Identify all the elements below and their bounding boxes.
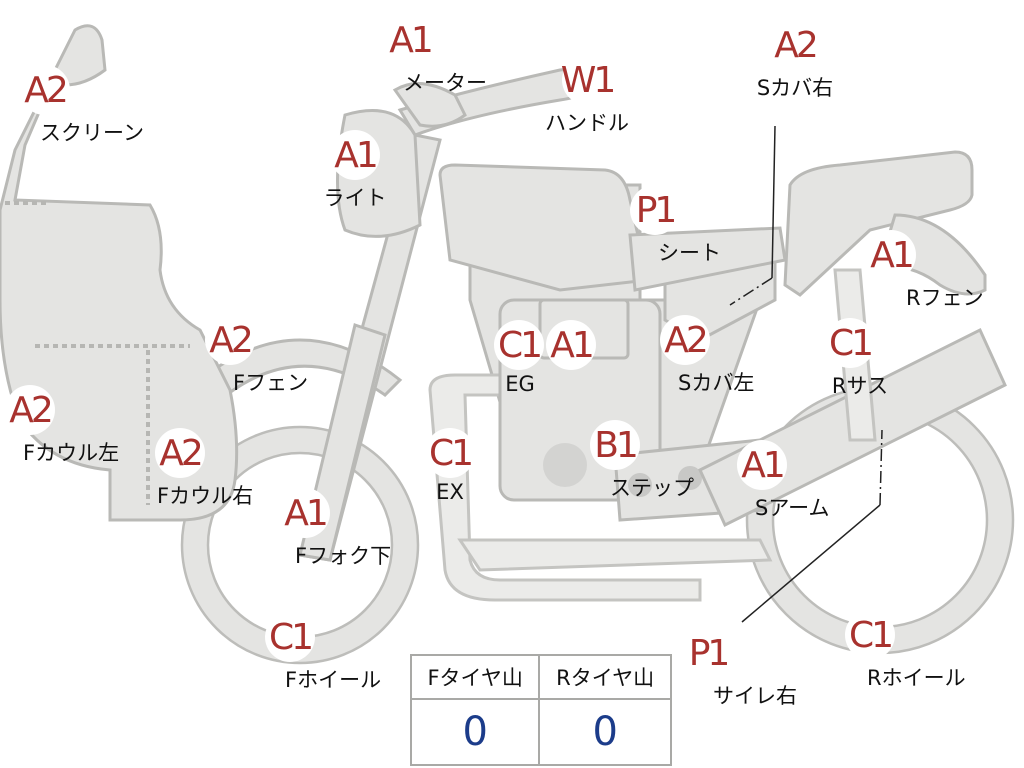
- engine-cover-shape: [543, 443, 587, 487]
- exhaust-shape: [428, 373, 702, 602]
- grade-badge: A1: [280, 488, 330, 538]
- callout-handle[interactable]: W1 ハンドル: [532, 55, 642, 137]
- rear-tire-value[interactable]: 0: [538, 698, 672, 766]
- callout-front-wheel[interactable]: C1 Fホイール: [265, 612, 395, 694]
- grade-badge: A2: [660, 315, 710, 365]
- grade-badge: W1: [561, 55, 616, 105]
- callout-swing-arm[interactable]: A1 Sアーム: [737, 440, 847, 522]
- callout-front-fender[interactable]: A2 Fフェン: [205, 315, 315, 397]
- part-label: Fホイール: [285, 668, 382, 692]
- callout-rear-fender[interactable]: A1 Rフェン: [866, 230, 996, 312]
- callout-seat[interactable]: P1 シート: [630, 185, 740, 267]
- callout-rear-wheel[interactable]: C1 Rホイール: [845, 610, 985, 692]
- callout-side-cover-left[interactable]: A2 Sカバ左: [660, 315, 770, 397]
- callout-exhaust[interactable]: C1 EX: [415, 428, 485, 504]
- grade-badge: A2: [20, 65, 70, 115]
- grade-badge: C1: [265, 612, 315, 662]
- part-label: Fカウル右: [157, 484, 254, 508]
- callout-cowl-left[interactable]: A2 Fカウル左: [5, 385, 145, 467]
- part-label: Fフォク下: [295, 544, 392, 568]
- grade-badge: A2: [5, 385, 55, 435]
- part-label: Rサス: [831, 374, 889, 398]
- callout-side-cover-right[interactable]: A2 Sカバ右: [740, 20, 850, 102]
- grade-badge: C1: [494, 320, 544, 370]
- part-label: Rホイール: [867, 666, 966, 690]
- side-cover-r-pointer: [771, 125, 776, 279]
- grade-badge: A1: [546, 320, 596, 370]
- step-peg-1: [628, 473, 652, 497]
- part-label: ステップ: [610, 476, 694, 500]
- front-tire-header: Fタイヤ山: [409, 654, 541, 700]
- grade-badge: A2: [155, 428, 205, 478]
- callout-cowl-right[interactable]: A2 Fカウル右: [155, 428, 275, 510]
- lower-frame-shape: [457, 538, 773, 572]
- grade-badge: P1: [630, 185, 680, 235]
- grade-badge: A1: [385, 15, 435, 65]
- part-label: Fカウル左: [23, 441, 120, 465]
- engine-grade-group: C1 A1: [494, 320, 596, 370]
- part-label: ハンドル: [545, 111, 629, 135]
- tire-tread-table: Fタイヤ山 Rタイヤ山 0 0: [409, 654, 672, 766]
- part-label: Sアーム: [755, 496, 830, 520]
- part-label: Fフェン: [233, 371, 309, 395]
- side-cover-r-pointer-dash: [729, 277, 773, 306]
- grade-badge: C1: [825, 318, 875, 368]
- part-label: EG: [505, 372, 535, 396]
- part-label: EX: [436, 480, 464, 504]
- grade-badge: P1: [683, 628, 733, 678]
- callout-rear-suspension[interactable]: C1 Rサス: [805, 318, 895, 400]
- part-label: Sカバ右: [756, 76, 834, 100]
- rear-tire-header: Rタイヤ山: [538, 654, 672, 700]
- grade-badge: A2: [770, 20, 820, 70]
- meter-shape: [392, 82, 467, 128]
- callout-engine[interactable]: C1 A1 EG: [490, 320, 600, 396]
- tank-shape: [438, 163, 650, 292]
- grade-badge: C1: [845, 610, 895, 660]
- callout-light[interactable]: A1 ライト: [305, 130, 405, 212]
- grade-badge: C1: [425, 428, 475, 478]
- silencer-pointer: [741, 504, 881, 623]
- grade-badge: A1: [737, 440, 787, 490]
- callout-meter[interactable]: A1 メーター: [385, 15, 505, 97]
- part-label: Sカバ左: [678, 371, 755, 395]
- callout-screen[interactable]: A2 スクリーン: [20, 65, 160, 147]
- part-label: メーター: [403, 71, 487, 95]
- part-label: スクリーン: [40, 121, 144, 145]
- rear-seat-shape: [783, 150, 974, 297]
- callout-fork-lower[interactable]: A1 Fフォク下: [280, 488, 410, 570]
- callout-silencer-right[interactable]: P1 サイレ右: [683, 628, 797, 710]
- grade-badge: A1: [330, 130, 380, 180]
- grade-badge: A2: [205, 315, 255, 365]
- part-label: ライト: [323, 186, 387, 210]
- grade-badge: B1: [590, 420, 640, 470]
- callout-step[interactable]: B1 ステップ: [590, 420, 720, 502]
- part-label: Rフェン: [906, 286, 984, 310]
- front-tire-value[interactable]: 0: [409, 698, 541, 766]
- part-label: シート: [658, 241, 721, 265]
- part-label: サイレ右: [713, 684, 797, 708]
- step-peg-2: [678, 466, 702, 490]
- grade-badge: A1: [866, 230, 916, 280]
